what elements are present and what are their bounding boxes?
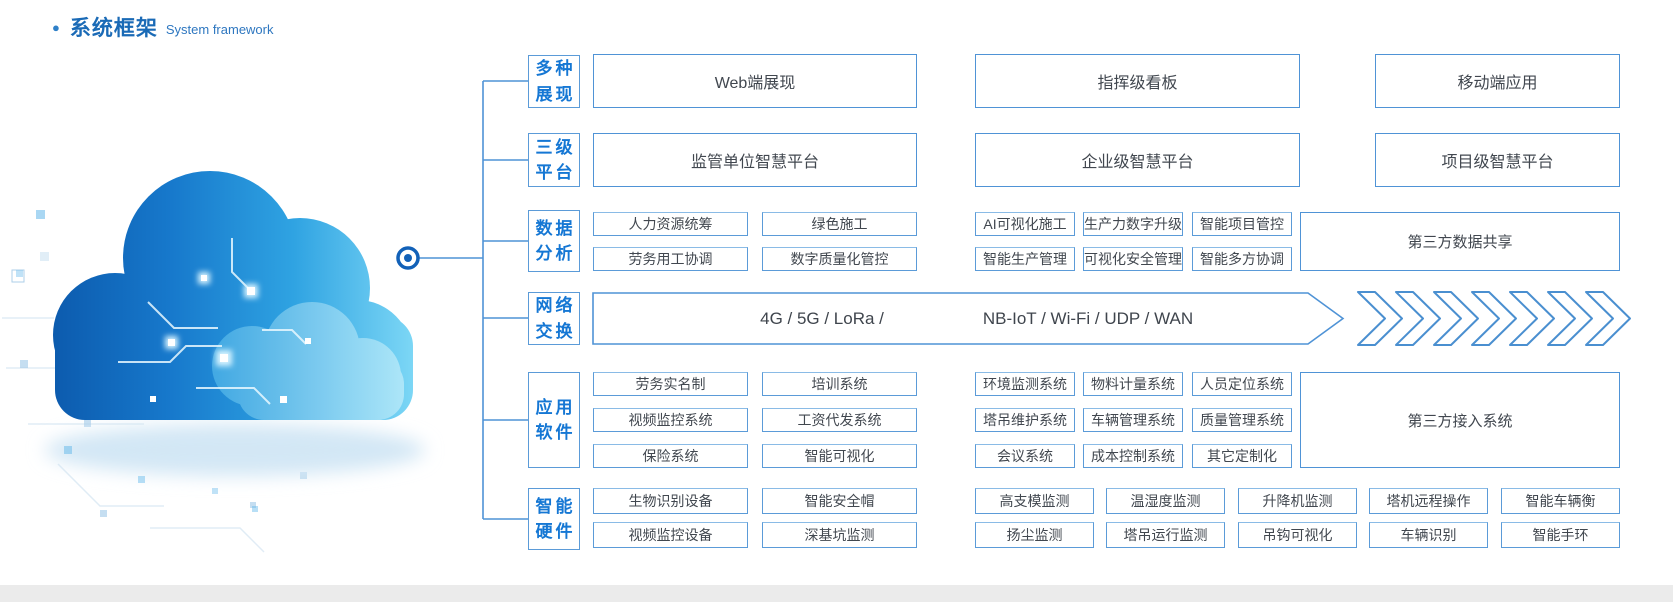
row-label-text: 交换: [535, 321, 576, 341]
hardware-box: 塔吊运行监测: [1106, 522, 1225, 548]
row-label-platform: 三级 平台: [528, 133, 580, 187]
cloud-shadow: [45, 424, 425, 476]
hardware-box: 高支模监测: [975, 488, 1094, 514]
app-box: 劳务实名制: [593, 372, 748, 396]
section-title: ● 系统框架 System framework: [52, 12, 274, 42]
row-label-display: 多种 展现: [528, 55, 580, 108]
row-label-text: 应用: [535, 397, 576, 417]
network-arrow-box: [592, 292, 1345, 345]
row-label-text: 分析: [535, 244, 576, 263]
sparkle-squares: [16, 210, 258, 512]
hardware-box: 车辆识别: [1369, 522, 1488, 548]
platform-box: 企业级智慧平台: [975, 133, 1300, 187]
analysis-box: 智能项目管控: [1192, 212, 1292, 236]
hardware-box: 智能车辆衡: [1501, 488, 1620, 514]
display-box: 移动端应用: [1375, 54, 1620, 108]
row-label-data-analysis: 数据 分析: [528, 210, 580, 272]
circuit-pad: [11, 269, 25, 283]
row-label-text: 展现: [535, 84, 576, 104]
analysis-box: AI可视化施工: [975, 212, 1075, 236]
page-divider: [0, 585, 1673, 602]
app-box: 会议系统: [975, 444, 1075, 468]
analysis-box: 智能多方协调: [1192, 247, 1292, 271]
white-node-squares: [150, 275, 311, 403]
analysis-box: 生产力数字升级: [1083, 212, 1183, 236]
hardware-box: 扬尘监测: [975, 522, 1094, 548]
chevron-right-icon: [1357, 291, 1403, 346]
third-party-access-box: 第三方接入系统: [1300, 372, 1620, 468]
display-box: 指挥级看板: [975, 54, 1300, 108]
app-box: 人员定位系统: [1192, 372, 1292, 396]
chevron-right-icon: [1547, 291, 1593, 346]
third-party-data-box: 第三方数据共享: [1300, 212, 1620, 271]
row-label-network: 网络 交换: [528, 292, 580, 345]
row-label-text: 平台: [535, 163, 576, 182]
analysis-box: 劳务用工协调: [593, 247, 748, 271]
platform-box: 监管单位智慧平台: [593, 133, 917, 187]
chevron-right-icon: [1509, 291, 1555, 346]
chevron-right-icon: [1433, 291, 1479, 346]
analysis-box: 绿色施工: [762, 212, 917, 236]
page-subtitle: System framework: [165, 21, 274, 37]
hub-node-dot: [404, 254, 412, 262]
chevron-right-icon: [1585, 291, 1631, 346]
hardware-box: 生物识别设备: [593, 488, 748, 514]
app-box: 工资代发系统: [762, 408, 917, 432]
analysis-box: 智能生产管理: [975, 247, 1075, 271]
hardware-box: 视频监控设备: [593, 522, 748, 548]
chevron-right-icon: [1395, 291, 1441, 346]
chevron-right-icon: [1471, 291, 1517, 346]
hardware-box: 塔机远程操作: [1369, 488, 1488, 514]
app-box: 塔吊维护系统: [975, 408, 1075, 432]
app-box: 培训系统: [762, 372, 917, 396]
network-protocols-right: NB-IoT / Wi-Fi / UDP / WAN: [982, 308, 1194, 328]
bullet-icon: ●: [52, 19, 60, 35]
row-label-text: 多种: [535, 59, 576, 78]
app-box: 物料计量系统: [1083, 372, 1183, 396]
row-label-text: 数据: [535, 218, 576, 238]
hardware-box: 智能安全帽: [762, 488, 917, 514]
app-box: 车辆管理系统: [1083, 408, 1183, 432]
cloud-illustration: [2, 171, 425, 553]
row-label-text: 三级: [535, 137, 576, 157]
app-box: 质量管理系统: [1192, 408, 1292, 432]
hardware-box: 深基坑监测: [762, 522, 917, 548]
tree-lines: [418, 80, 528, 520]
analysis-box: 数字质量化管控: [762, 247, 917, 271]
app-box: 保险系统: [593, 444, 748, 468]
page-title: 系统框架: [69, 17, 158, 40]
app-box: 成本控制系统: [1083, 444, 1183, 468]
row-label-text: 智能: [535, 496, 576, 516]
row-label-text: 软件: [535, 423, 576, 442]
cloud-circuit-traces: [118, 238, 307, 405]
hardware-box: 升降机监测: [1238, 488, 1357, 514]
row-label-software: 应用 软件: [528, 372, 580, 468]
cloud-front-lobe: [212, 302, 404, 420]
app-box: 智能可视化: [762, 444, 917, 468]
app-box: 视频监控系统: [593, 408, 748, 432]
analysis-box: 可视化安全管理: [1083, 247, 1183, 271]
network-protocols-left: 4G / 5G / LoRa /: [760, 308, 884, 328]
display-box: Web端展现: [593, 54, 917, 108]
circuit-chips: [20, 252, 307, 517]
hardware-box: 吊钩可视化: [1238, 522, 1357, 548]
row-label-text: 硬件: [535, 522, 576, 541]
hardware-box: 智能手环: [1501, 522, 1620, 548]
platform-box: 项目级智慧平台: [1375, 133, 1620, 187]
hardware-box: 温湿度监测: [1106, 488, 1225, 514]
app-box: 环境监测系统: [975, 372, 1075, 396]
analysis-box: 人力资源统筹: [593, 212, 748, 236]
app-box: 其它定制化: [1192, 444, 1292, 468]
row-label-hardware: 智能 硬件: [528, 488, 580, 550]
row-label-text: 网络: [535, 296, 576, 315]
